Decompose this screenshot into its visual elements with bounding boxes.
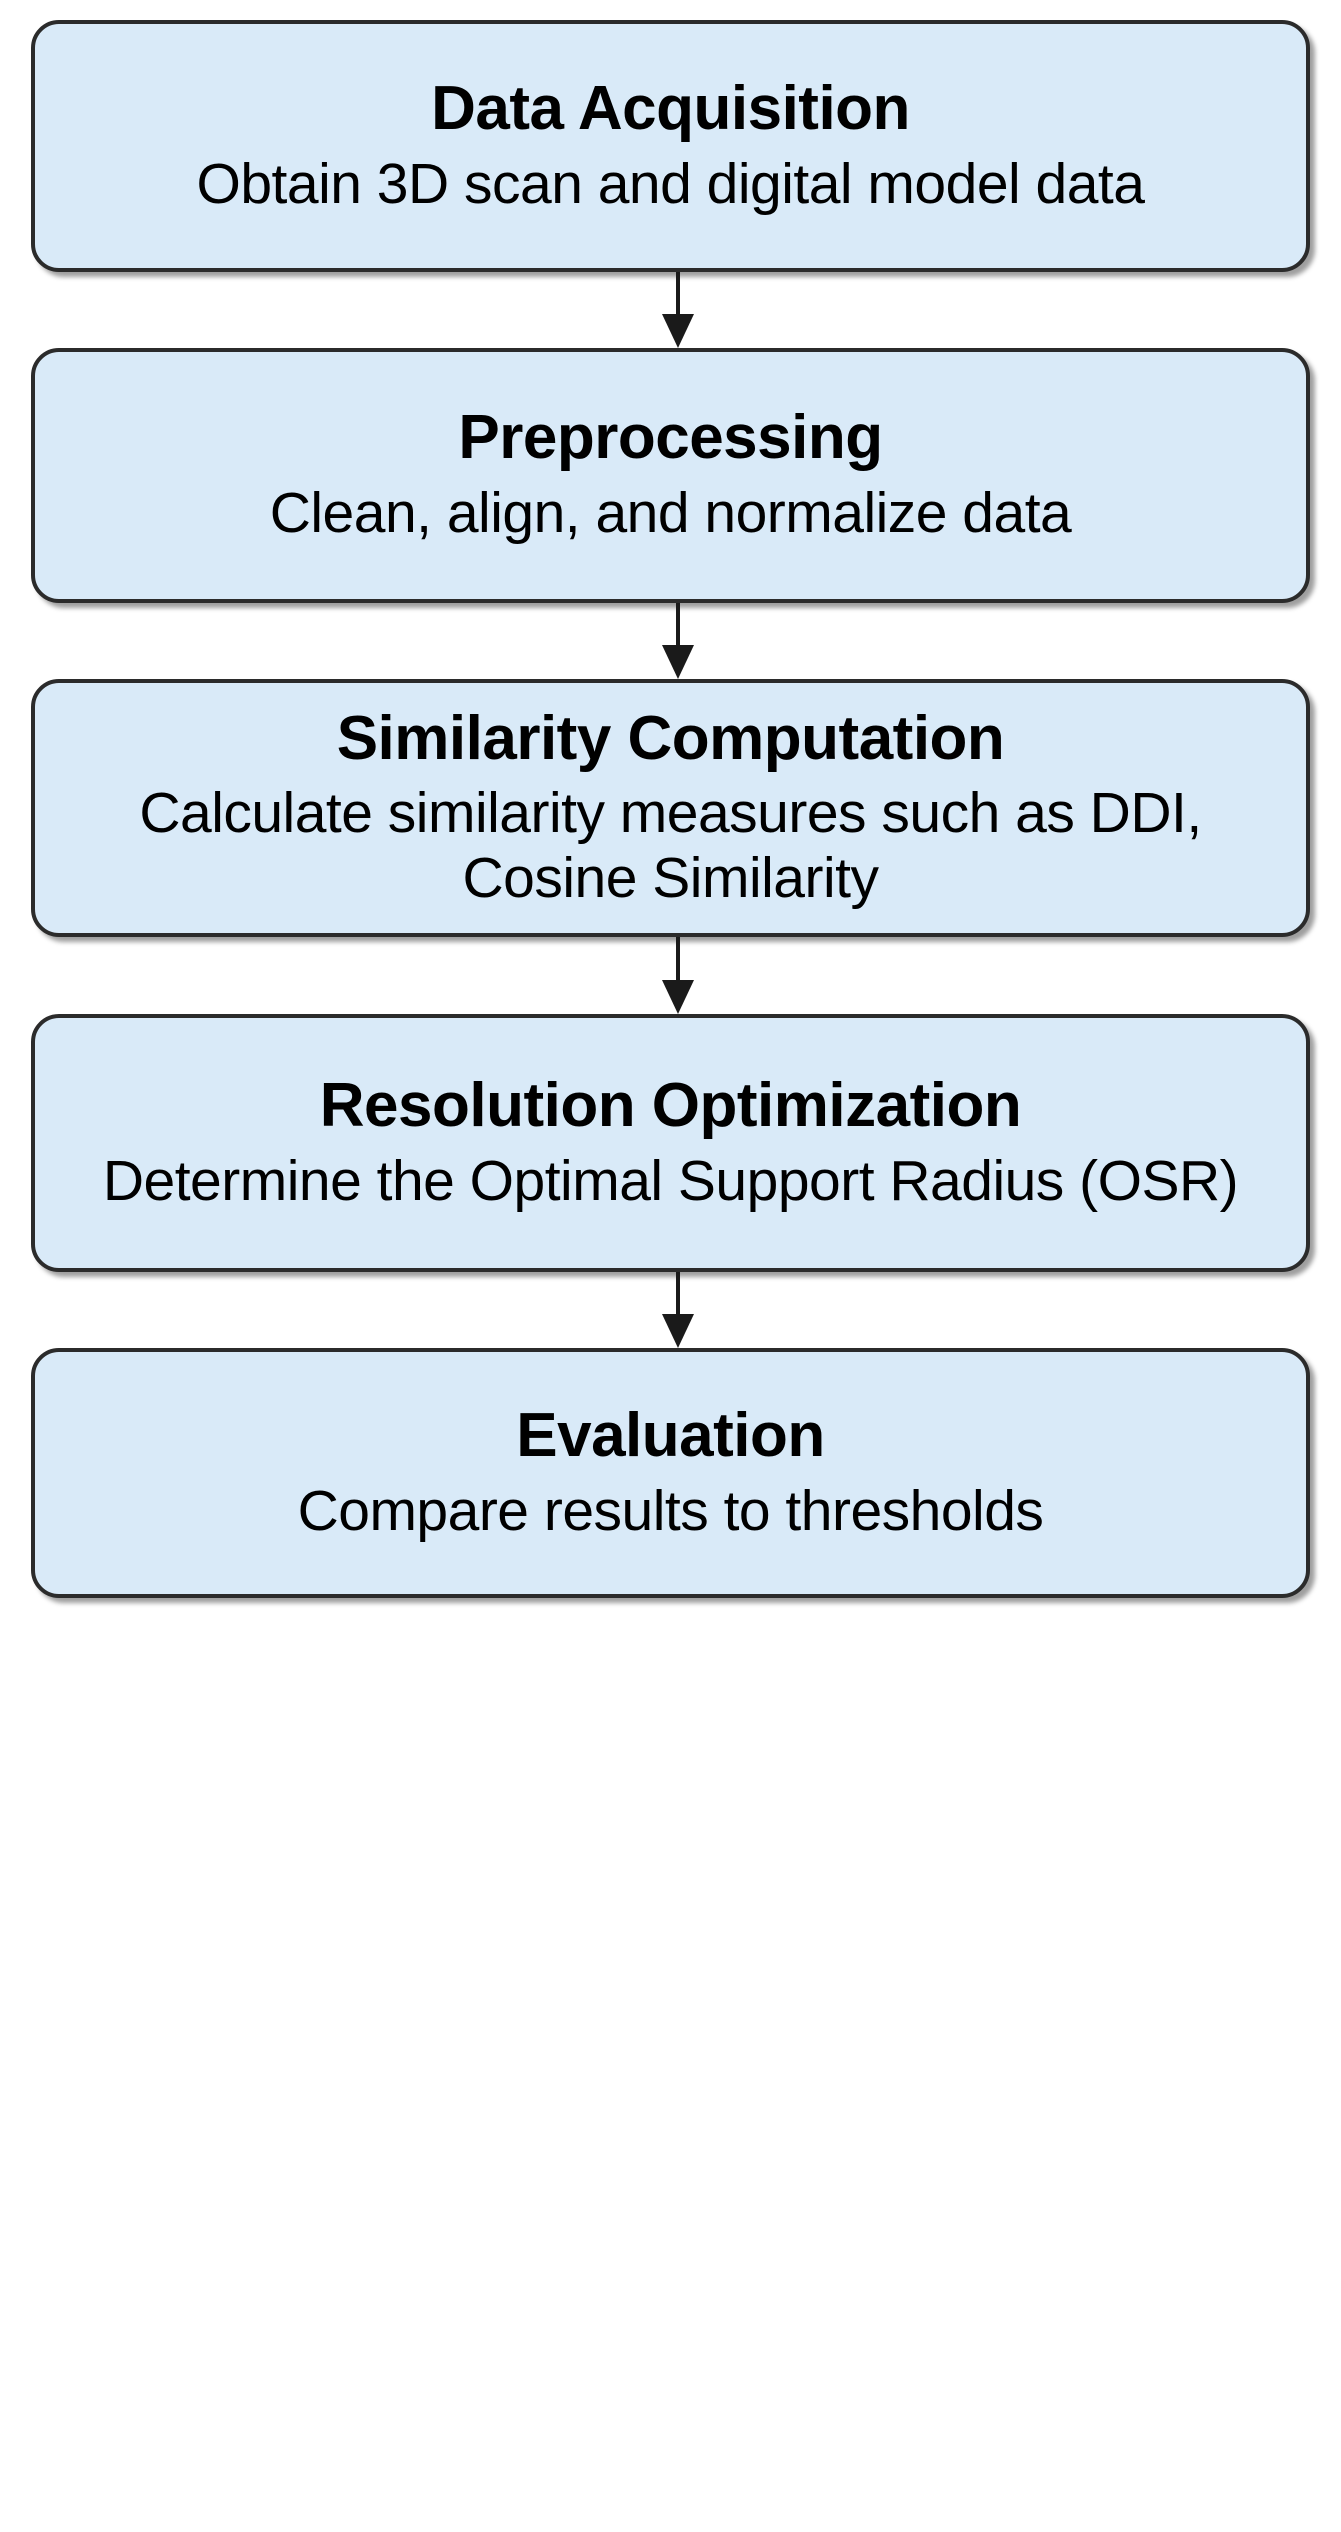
flow-node-title: Preprocessing [458,403,883,473]
flow-node-title: Similarity Computation [336,703,1005,773]
flow-node-description: Obtain 3D scan and digital model data [196,151,1145,216]
flow-node-description: Compare results to thresholds [297,1478,1044,1543]
flow-node-evaluation[interactable]: Evaluation Compare results to thresholds [31,1348,1310,1598]
flow-node-similarity-computation[interactable]: Similarity Computation Calculate similar… [31,679,1310,937]
arrow-down-icon-1 [662,272,694,348]
flow-node-description: Calculate similarity measures such as DD… [139,781,1202,910]
flow-node-description: Clean, align, and normalize data [269,481,1072,546]
arrow-head [662,645,694,679]
flow-node-resolution-optimization[interactable]: Resolution Optimization Determine the Op… [31,1014,1310,1272]
arrow-down-icon-3 [662,937,694,1014]
arrow-down-icon-4 [662,1272,694,1348]
flow-node-description: Determine the Optimal Support Radius (OS… [102,1148,1239,1213]
arrow-shaft [676,603,680,645]
arrow-head [662,314,694,348]
flow-node-preprocessing[interactable]: Preprocessing Clean, align, and normaliz… [31,348,1310,603]
arrow-head [662,1314,694,1348]
flow-node-title: Resolution Optimization [319,1070,1022,1140]
arrow-shaft [676,272,680,314]
arrow-down-icon-2 [662,603,694,679]
arrow-shaft [676,1272,680,1314]
flow-node-title: Evaluation [516,1400,825,1470]
arrow-head [662,980,694,1014]
arrow-shaft [676,937,680,980]
flow-node-data-acquisition[interactable]: Data Acquisition Obtain 3D scan and digi… [31,20,1310,272]
flow-node-title: Data Acquisition [431,73,910,143]
